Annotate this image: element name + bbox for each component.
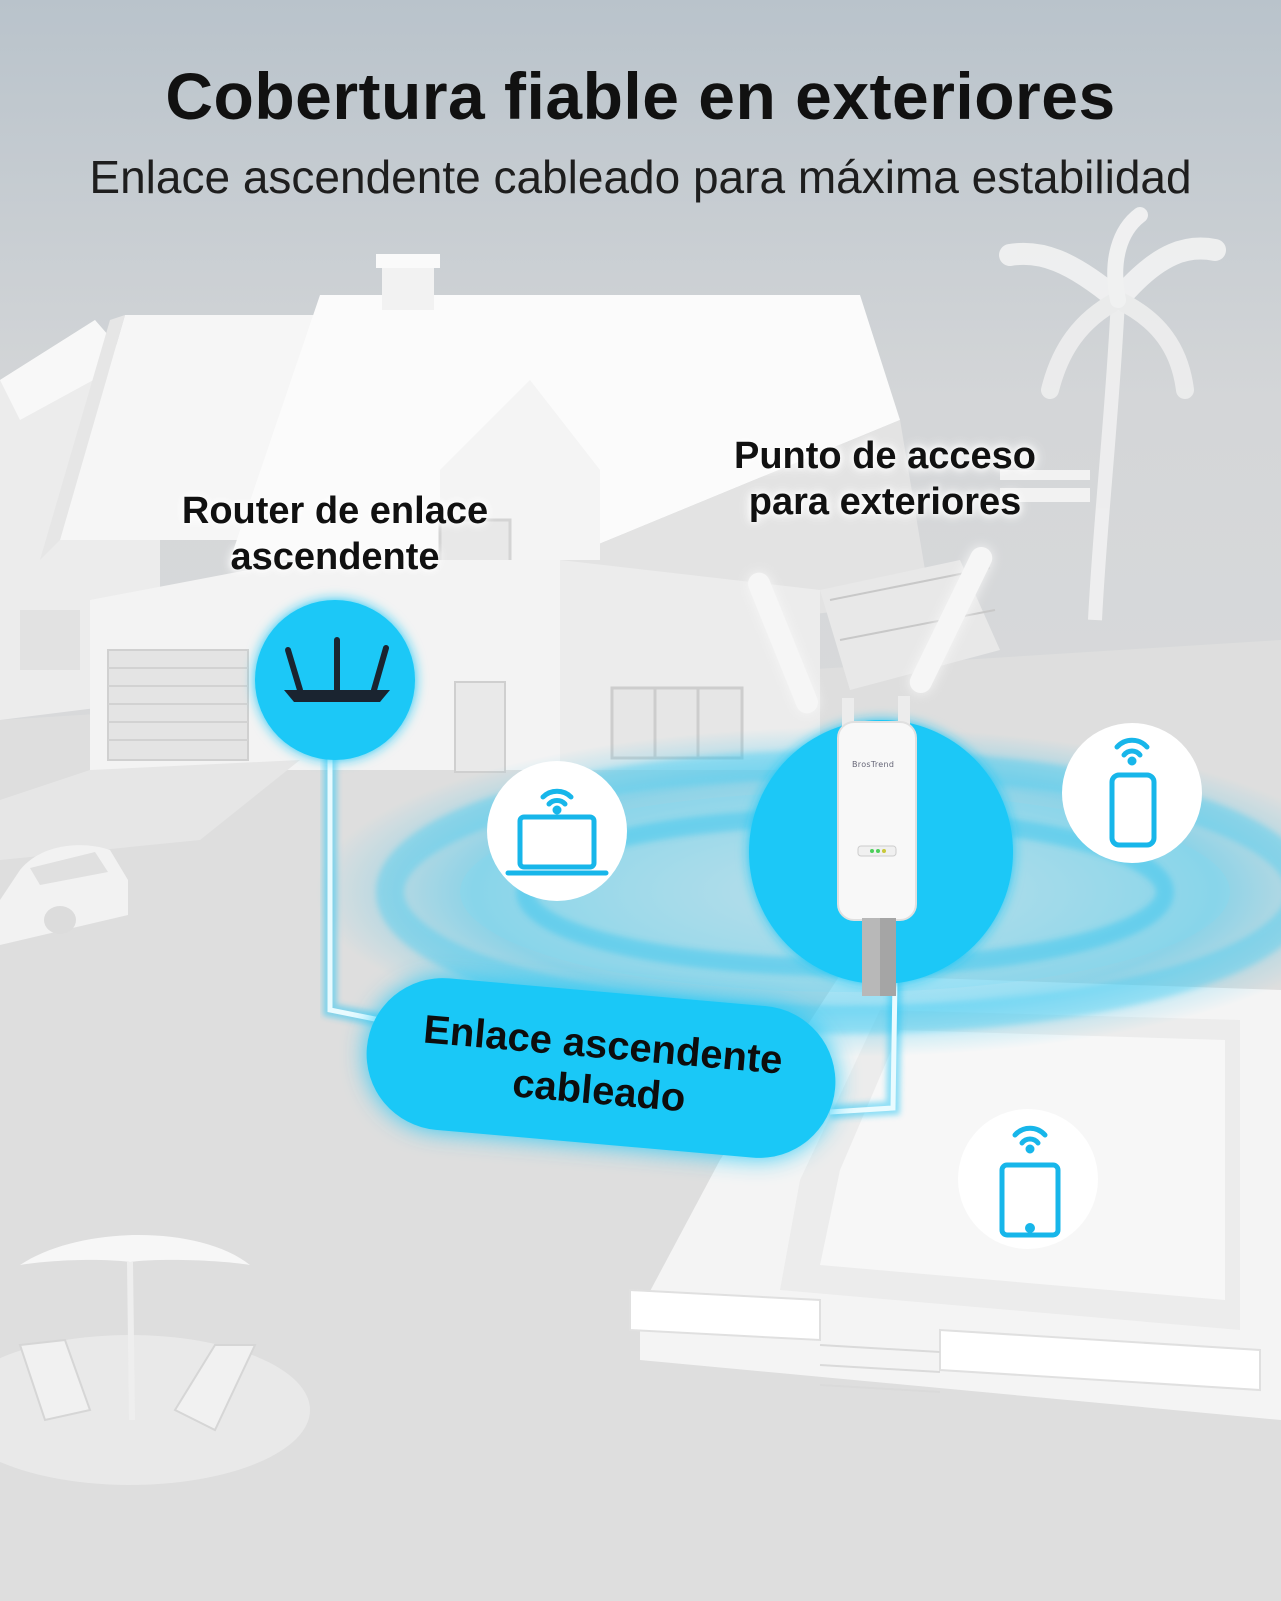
palm-tree — [999, 207, 1226, 621]
smartphone-client — [1062, 723, 1202, 863]
access-point-node — [748, 546, 1013, 996]
cable-right — [829, 979, 898, 1115]
laptop-client — [487, 761, 627, 901]
access-point-brand: BrosTrend — [852, 760, 895, 769]
router-node — [255, 600, 415, 760]
laptop-icon — [505, 788, 609, 876]
smartphone-icon — [1109, 737, 1157, 848]
page-title: Cobertura fiable en exteriores — [165, 59, 1116, 133]
access-point-label-line2: para exteriores — [748, 481, 1022, 523]
beach-umbrella — [0, 1235, 310, 1485]
router-icon — [284, 637, 390, 702]
tablet-icon — [999, 1125, 1061, 1238]
access-point-icon — [748, 546, 993, 996]
access-point-label: Punto de acceso para exteriores — [700, 433, 1070, 525]
access-point-label-line1: Punto de acceso — [734, 435, 1036, 477]
router-label-line2: ascendente — [230, 536, 440, 578]
router-label: Router de enlace ascendente — [160, 488, 510, 580]
tablet-client — [958, 1109, 1098, 1249]
car — [0, 845, 128, 945]
router-label-line1: Router de enlace — [181, 490, 489, 532]
page-subtitle: Enlace ascendente cableado para máxima e… — [89, 151, 1192, 203]
cable-left — [327, 720, 381, 1023]
